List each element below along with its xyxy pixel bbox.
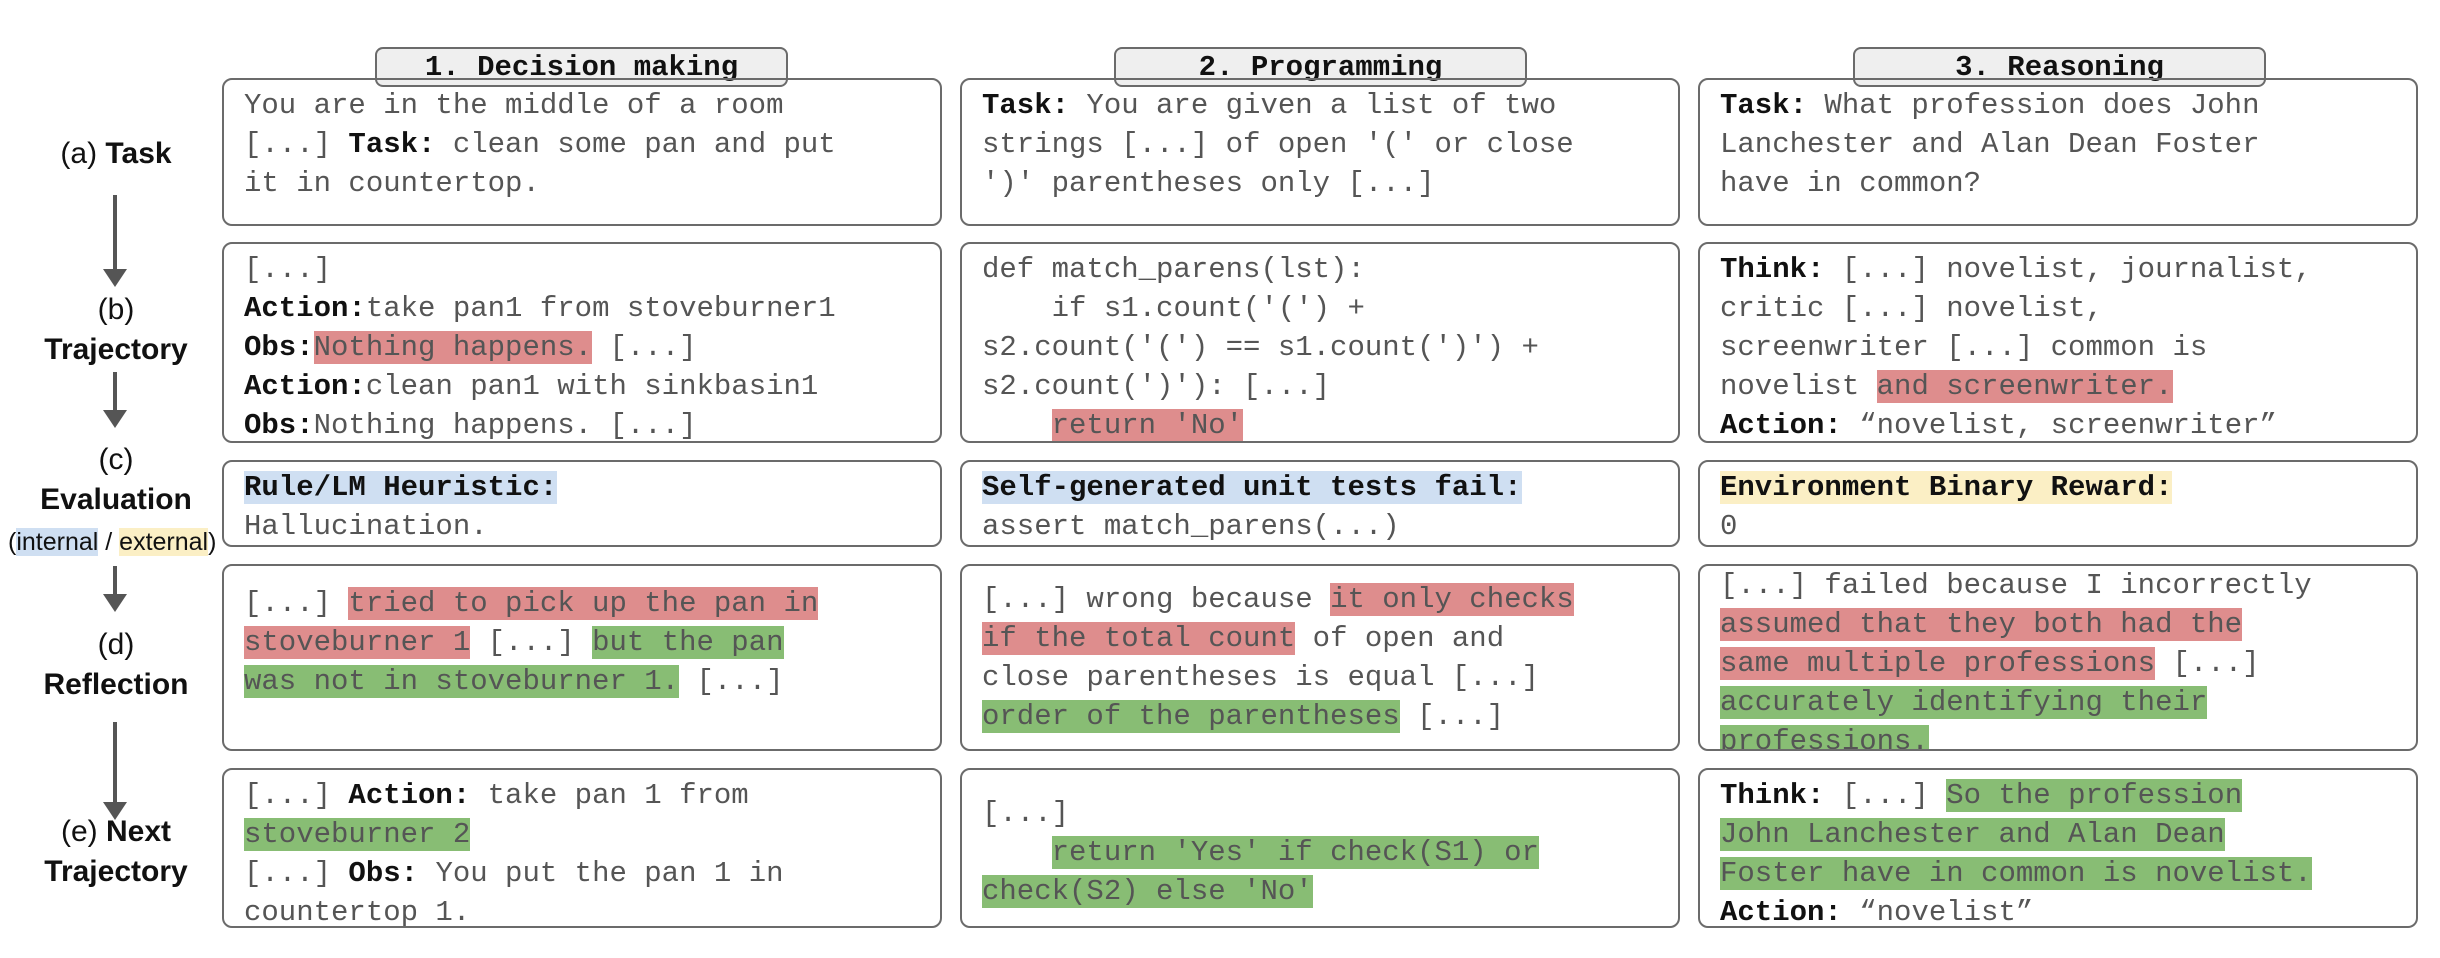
highlight-fix: order of the parentheses (982, 700, 1400, 733)
stage-label-trajectory: (b) Trajectory (6, 290, 226, 370)
highlight-error: and screenwriter. (1876, 370, 2173, 403)
bold-keyword: Action: (348, 779, 471, 812)
text-segment: [...] (1824, 779, 1947, 812)
text-segment: [...] (1399, 700, 1505, 733)
reflection-box-decision-making: [...] tried to pick up the pan in stoveb… (222, 564, 942, 751)
stage-name: Trajectory (44, 333, 188, 366)
text-segment: of open and close parentheses is equal [… (982, 622, 1539, 694)
bold-keyword: Obs: (244, 331, 314, 364)
text-segment: You are in the middle of a room [...] (244, 89, 784, 161)
highlight-fix: return 'Yes' if check(S1) or check(S2) e… (982, 836, 1539, 908)
task-box-reasoning: Task: What profession does John Lanchest… (1698, 78, 2418, 226)
text-segment: What profession does John Lanchester and… (1720, 89, 2260, 200)
text-segment: [...] (244, 587, 349, 620)
text-segment: [...] (244, 857, 332, 890)
highlight-fix: accurately identifying their professions… (1720, 686, 2208, 749)
text-segment: [...] (244, 253, 332, 286)
stage-prefix: (b) (97, 293, 135, 326)
evaluation-box-decision-making: Rule/LM Heuristic: Hallucination. (222, 460, 942, 547)
evaluation-type-legend: (internal / external) (8, 528, 217, 556)
bold-keyword: Action: (244, 292, 366, 325)
text-segment: [...] novelist, journalist, critic [...]… (1720, 253, 2312, 403)
stage-label-task: (a) Task (6, 134, 226, 174)
reflection-box-reasoning: [...] failed because I incorrectly assum… (1698, 564, 2418, 751)
bold-keyword: Think: (1720, 779, 1825, 812)
trajectory-box-programming: def match_parens(lst): if s1.count('(') … (960, 242, 1680, 443)
stage-prefix: (e) (60, 815, 106, 848)
text-segment: take pan1 from stoveburner1 (365, 292, 836, 325)
stage-prefix: (d) (97, 628, 135, 661)
flow-arrow (103, 566, 127, 612)
stage-prefix: (c) (98, 443, 134, 476)
internal-evaluation-label: Rule/LM Heuristic: (244, 471, 558, 504)
stage-label-reflection: (d) Reflection (6, 625, 226, 705)
text-segment: [...] (2172, 647, 2260, 680)
external-tag: external (119, 528, 209, 556)
external-evaluation-label: Environment Binary Reward: (1720, 471, 2173, 504)
flow-arrow (103, 195, 127, 287)
legend-separator: / (98, 528, 120, 556)
stage-name: Next (105, 815, 172, 848)
next-trajectory-box-reasoning: Think: [...] So the profession John Lanc… (1698, 768, 2418, 928)
text-segment: [...] (609, 331, 697, 364)
text-segment: You put the pan 1 in countertop 1. (244, 857, 784, 928)
bold-keyword: Action: (1720, 409, 1842, 442)
evaluation-box-programming: Self-generated unit tests fail: assert m… (960, 460, 1680, 547)
internal-evaluation-label: Self-generated unit tests fail: (982, 471, 1522, 504)
stage-label-evaluation: (c) Evaluation (6, 440, 226, 520)
bold-keyword: Task: (982, 89, 1070, 122)
bold-keyword: Action: (1720, 896, 1842, 928)
flow-arrow (103, 372, 127, 428)
bold-keyword: Action: (244, 370, 366, 403)
evaluation-box-reasoning: Environment Binary Reward: 0 (1698, 460, 2418, 547)
text-segment: [...] (470, 626, 593, 659)
text-segment: “novelist” (1841, 896, 2034, 928)
text-segment: [...] (982, 797, 1070, 830)
text-segment: [...] wrong because (982, 583, 1331, 616)
reflection-box-programming: [...] wrong because it only checks if th… (960, 564, 1680, 751)
text-segment: [...] (244, 779, 349, 812)
bold-keyword: Task: (1720, 89, 1808, 122)
task-box-programming: Task: You are given a list of two string… (960, 78, 1680, 226)
text-segment: 0 (1720, 510, 1738, 543)
stage-prefix: (a) (60, 137, 98, 170)
text-segment: You are given a list of two strings [...… (982, 89, 1574, 200)
text-segment: Hallucination. (244, 510, 488, 543)
bold-keyword: Think: (1720, 253, 1825, 286)
internal-tag: internal (16, 528, 99, 556)
task-box-decision-making: You are in the middle of a room [...] Ta… (222, 78, 942, 226)
highlight-error: return 'No' (1051, 409, 1244, 442)
trajectory-box-reasoning: Think: [...] novelist, journalist, criti… (1698, 242, 2418, 443)
bold-keyword: Task: (348, 128, 436, 161)
next-trajectory-box-decision-making: [...] Action: take pan 1 from stoveburne… (222, 768, 942, 928)
highlight-error: Nothing happens. (313, 331, 593, 364)
text-segment: assert match_parens(...) (982, 510, 1400, 543)
bold-keyword: Obs: (348, 857, 419, 890)
stage-name: Trajectory (44, 855, 188, 888)
text-segment: clean pan1 with sinkbasin1 (365, 370, 819, 403)
text-segment: Nothing happens. [...] (313, 409, 697, 442)
stage-name: Task (105, 137, 172, 170)
text-segment: [...] failed because I incorrectly (1720, 569, 2312, 602)
text-segment: [...] (679, 665, 784, 698)
text-segment: def match_parens(lst): if s1.count('(') … (982, 253, 1539, 403)
next-trajectory-box-programming: [...] return 'Yes' if check(S1) or check… (960, 768, 1680, 928)
highlight-fix: stoveburner 2 (244, 818, 471, 851)
text-segment: “novelist, screenwriter” (1841, 409, 2277, 442)
stage-name: Reflection (43, 668, 189, 701)
text-segment: take pan 1 from (487, 779, 749, 812)
stage-label-next-trajectory: (e) Next Trajectory (6, 812, 226, 892)
flow-arrow (103, 722, 127, 820)
trajectory-box-decision-making: [...] Action:take pan1 from stoveburner1… (222, 242, 942, 443)
stage-name: Evaluation (40, 483, 192, 516)
text-segment: clean some pan and put it in countertop. (244, 128, 836, 200)
bold-keyword: Obs: (244, 409, 314, 442)
